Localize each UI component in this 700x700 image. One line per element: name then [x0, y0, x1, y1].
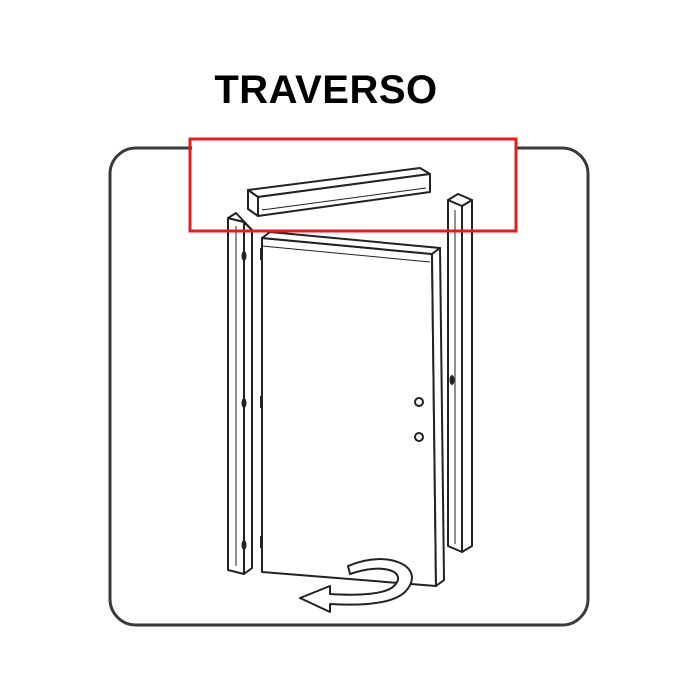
left-jamb-hinges [241, 251, 247, 550]
right-jamb [447, 193, 473, 553]
door-hinge-marks [260, 248, 263, 548]
crossbar-highlight-box [188, 137, 518, 233]
door-leaf [261, 231, 445, 587]
door-lock-holes [414, 397, 424, 442]
right-jamb-latch [449, 375, 455, 385]
crossbar-piece [247, 167, 431, 217]
diagram-title: TRAVERSO [214, 68, 438, 112]
left-jamb [227, 212, 253, 575]
rotation-arrow-icon [299, 558, 413, 613]
